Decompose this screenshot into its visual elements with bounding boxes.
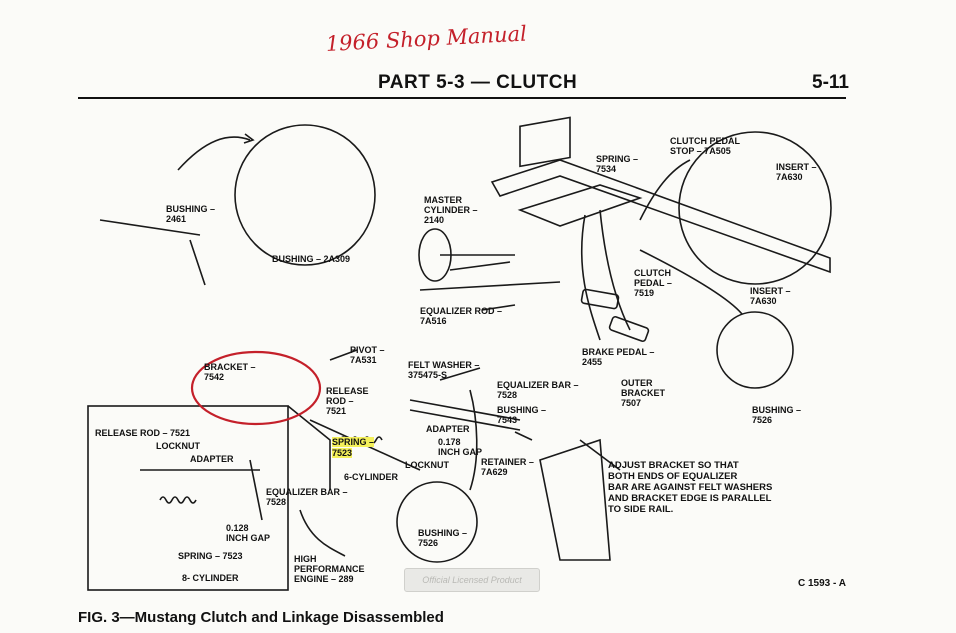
label-brake-pedal: BRAKE PEDAL – 2455 — [582, 347, 655, 367]
red-circle-bracket — [190, 350, 322, 426]
label-release-rod-left: RELEASE ROD – 7521 — [95, 428, 191, 438]
label-adapter-left: ADAPTER — [190, 454, 234, 464]
label-bushing-2461: BUSHING – 2461 — [166, 204, 216, 224]
label-adapter-mid: ADAPTER — [426, 424, 470, 434]
label-equalizer-rod: EQUALIZER ROD – 7A516 — [420, 306, 503, 326]
outer-bracket-shape — [539, 438, 611, 561]
label-high-performance: HIGH PERFORMANCE ENGINE – 289 — [294, 554, 365, 584]
label-pivot: PIVOT – 7A531 — [350, 345, 385, 365]
detail-circle-bushing — [234, 124, 376, 266]
label-outer-bracket: OUTER BRACKET 7507 — [621, 378, 665, 408]
high-perf-arm — [299, 509, 346, 557]
label-spring-mid: SPRING – — [332, 437, 375, 447]
label-bushing-2a309: BUSHING – 2A309 — [272, 254, 351, 264]
label-clutch-pedal-stop: CLUTCH PEDAL STOP – 7A505 — [670, 136, 740, 156]
label-master-cylinder: MASTER CYLINDER – 2140 — [424, 195, 478, 225]
label-equalizer-bar-mid: EQUALIZER BAR – 7528 — [497, 380, 579, 400]
label-spring-left: SPRING – 7523 — [178, 551, 243, 561]
label-bushing-7543: BUSHING – 7543 — [497, 405, 547, 425]
label-bushing-7526-right: BUSHING – 7526 — [752, 405, 802, 425]
label-bracket: BRACKET – 7542 — [204, 362, 256, 382]
label-eight-cylinder: 8- CYLINDER — [182, 573, 239, 583]
callout-arrow-topright — [639, 159, 691, 221]
callout-arrow-right — [639, 249, 743, 315]
equalizer-rod-line — [419, 281, 561, 291]
label-locknut-left: LOCKNUT — [156, 441, 200, 451]
callout-arrow-bottom — [469, 389, 478, 491]
brake-pedal-arm — [580, 214, 601, 341]
label-gap-left: 0.128 INCH GAP — [226, 523, 271, 543]
part-title: PART 5-3 — CLUTCH — [378, 72, 578, 93]
label-retainer: RETAINER – 7A629 — [481, 457, 534, 477]
spring-highlight: SPRING – — [332, 437, 375, 447]
label-locknut-mid: LOCKNUT — [405, 460, 449, 470]
label-insert-right: INSERT – 7A630 — [750, 286, 791, 306]
spring-number-highlight: 7523 — [332, 448, 353, 458]
equalizer-bar-line — [409, 399, 521, 431]
detail-circle-bushing-bottom — [396, 481, 478, 563]
label-spring-7534: SPRING – 7534 — [596, 154, 639, 174]
label-adjust-note: ADJUST BRACKET SO THAT BOTH ENDS OF EQUA… — [608, 460, 773, 515]
label-release-rod-mid: RELEASE ROD – 7521 — [326, 386, 369, 416]
detail-circle-insert — [716, 311, 794, 389]
label-clutch-pedal: CLUTCH PEDAL – 7519 — [634, 268, 672, 298]
clutch-pedal-arm — [599, 209, 631, 331]
detail-circle-pedal-stop — [678, 131, 832, 285]
inset-8-cylinder — [87, 405, 289, 591]
label-spring-mid-num: 7523 — [332, 448, 353, 458]
watermark-badge: Official Licensed Product — [404, 568, 540, 592]
label-gap-mid: 0.178 INCH GAP — [438, 437, 483, 457]
label-insert-top: INSERT – 7A630 — [776, 162, 817, 182]
callout-arrow-topleft — [177, 136, 251, 171]
label-six-cylinder: 6-CYLINDER — [344, 472, 399, 482]
label-felt-washer: FELT WASHER – 375475-S — [408, 360, 480, 380]
figure-code: C 1593 - A — [798, 578, 846, 589]
figure-caption: FIG. 3—Mustang Clutch and Linkage Disass… — [78, 609, 444, 626]
page-number: 5-11 — [812, 72, 849, 93]
label-equalizer-bar-left: EQUALIZER BAR – 7528 — [266, 487, 348, 507]
label-bushing-7526-bottom: BUSHING – 7526 — [418, 528, 468, 548]
header-rule — [78, 97, 846, 99]
